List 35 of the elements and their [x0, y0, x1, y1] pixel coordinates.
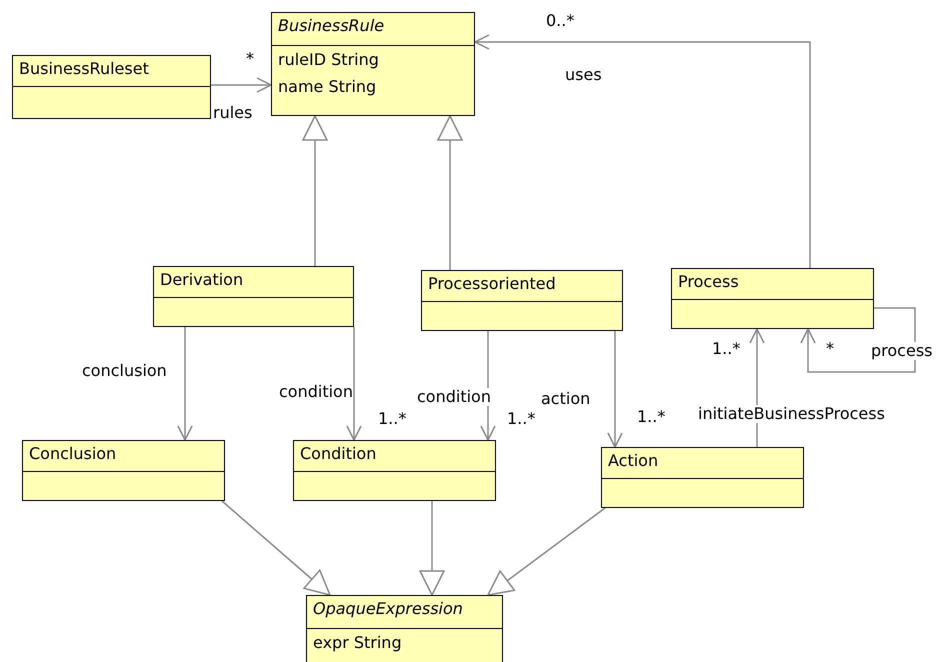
class-box	[601, 447, 804, 508]
attribute-text: name String	[278, 77, 378, 96]
class-name: BusinessRule	[278, 16, 384, 35]
generalization-arrow	[302, 115, 328, 266]
class-name: Action	[608, 451, 658, 470]
class-name: Derivation	[160, 270, 244, 289]
association-arrow	[607, 331, 623, 448]
generalization-arrow	[419, 501, 445, 596]
edge-label: process	[871, 342, 932, 360]
class-box	[153, 266, 354, 327]
class-name: Process	[678, 272, 739, 291]
generalization-arrow	[487, 507, 606, 596]
association-arrow	[177, 327, 193, 441]
class-name: BusinessRuleset	[19, 59, 149, 78]
association-arrow	[211, 77, 272, 93]
attribute-text: ruleID String	[278, 50, 380, 69]
association-arrow	[800, 307, 916, 373]
class-box	[293, 440, 496, 501]
class-box	[671, 268, 874, 329]
class-box	[421, 270, 623, 331]
generalization-arrow	[437, 115, 463, 270]
class-name: OpaqueExpression	[313, 599, 463, 618]
class-box	[22, 440, 225, 501]
class-name: Condition	[300, 444, 376, 463]
attribute-text: expr String	[313, 633, 403, 652]
class-name: Processoriented	[428, 274, 556, 293]
association-arrow	[474, 34, 811, 268]
association-arrow	[346, 327, 362, 441]
class-name: Conclusion	[29, 444, 116, 463]
class-box	[12, 55, 211, 119]
edge-label: initiateBusinessProcess	[698, 405, 885, 423]
class-box	[271, 12, 475, 116]
class-box	[306, 595, 503, 662]
edge-label: condition	[417, 388, 491, 406]
generalization-arrow	[222, 500, 331, 596]
